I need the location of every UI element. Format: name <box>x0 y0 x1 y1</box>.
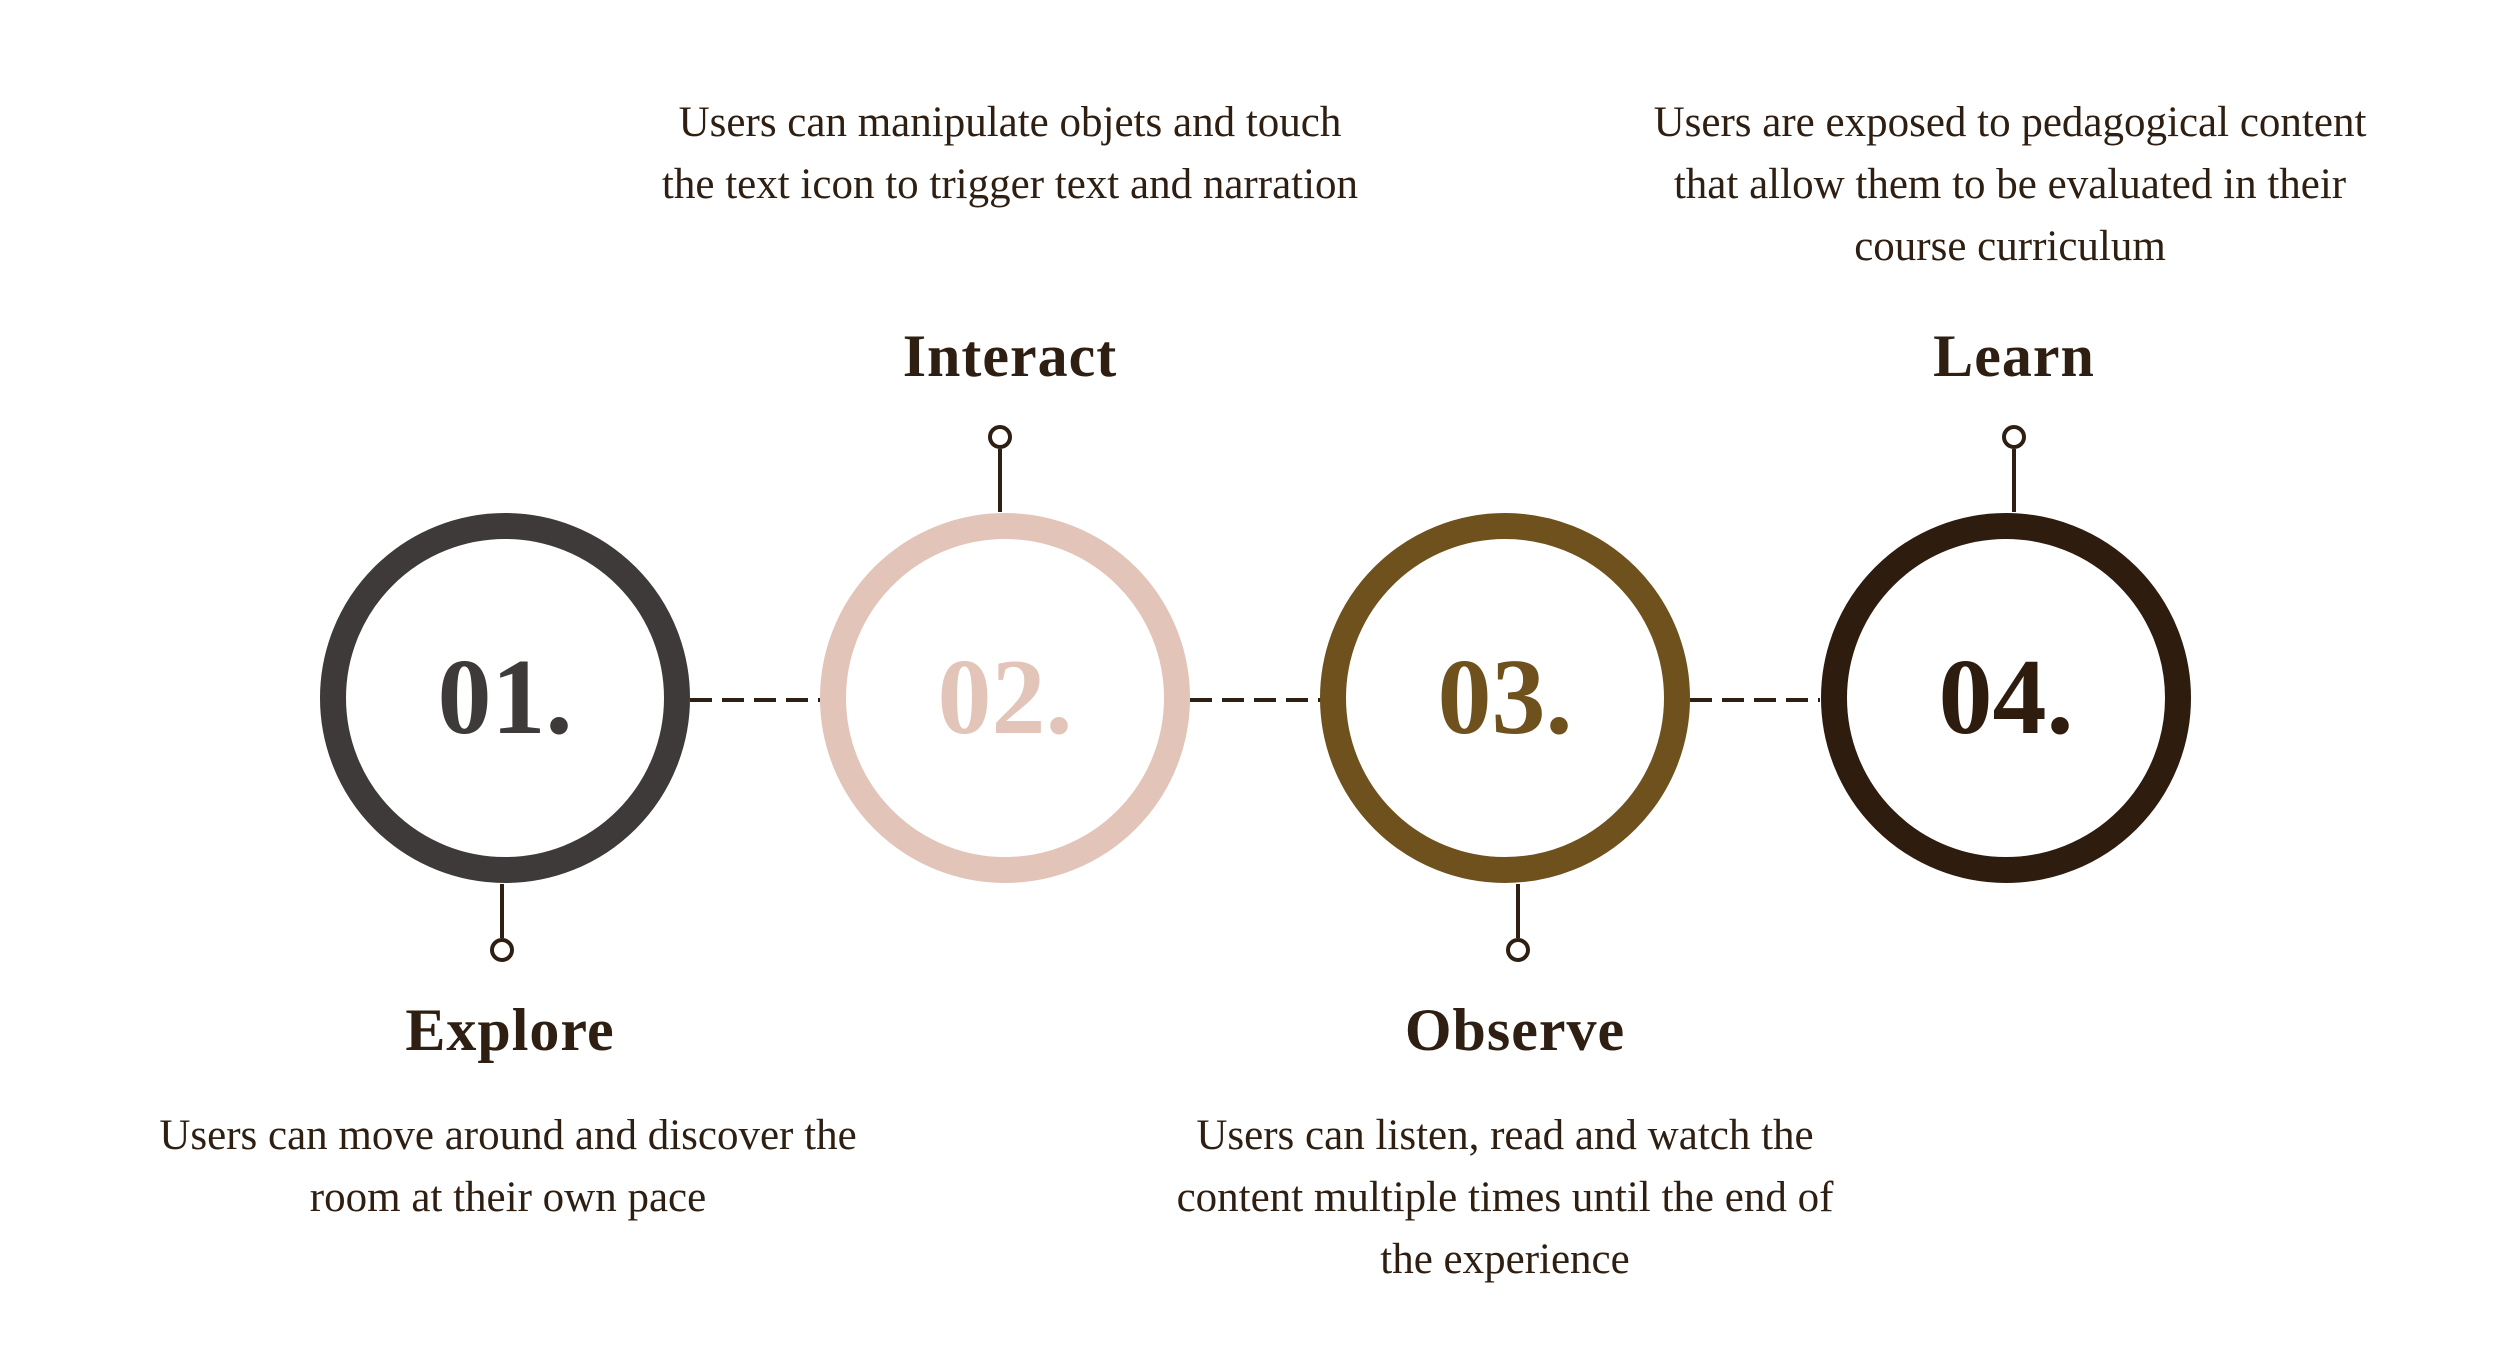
step-1-ring <box>320 513 690 883</box>
step-3: 03. <box>1320 513 1690 962</box>
step-4-number: 04. <box>1939 638 2074 757</box>
step-2-description: Users can manipulate objets and touch th… <box>661 99 1359 208</box>
step-1-description: Users can move around and discover the r… <box>159 1112 857 1221</box>
step-3-description: Users can listen, read and watch the con… <box>1176 1112 1834 1283</box>
step-3-pin-dot <box>1506 938 1530 962</box>
step-1: 01. <box>320 513 690 962</box>
step-1-number: 01. <box>438 638 573 757</box>
step-4: 04. <box>1821 425 2191 883</box>
step-1-title: Explore <box>405 997 615 1063</box>
step-3-title: Observe <box>1404 997 1626 1063</box>
step-2: 02. <box>820 425 1190 883</box>
step-1-pin-dot <box>490 938 514 962</box>
step-4-pin-dot <box>2002 425 2026 449</box>
step-3-number: 03. <box>1438 638 1573 757</box>
step-4-description: Users are exposed to pedagogical content… <box>1653 99 2367 270</box>
step-2-number: 02. <box>938 638 1073 757</box>
step-4-title: Learn <box>1933 323 2095 389</box>
step-2-pin-dot <box>988 425 1012 449</box>
step-3-ring <box>1320 513 1690 883</box>
step-2-ring <box>820 513 1190 883</box>
step-4-ring <box>1821 513 2191 883</box>
step-2-title: Interact <box>902 323 1118 389</box>
